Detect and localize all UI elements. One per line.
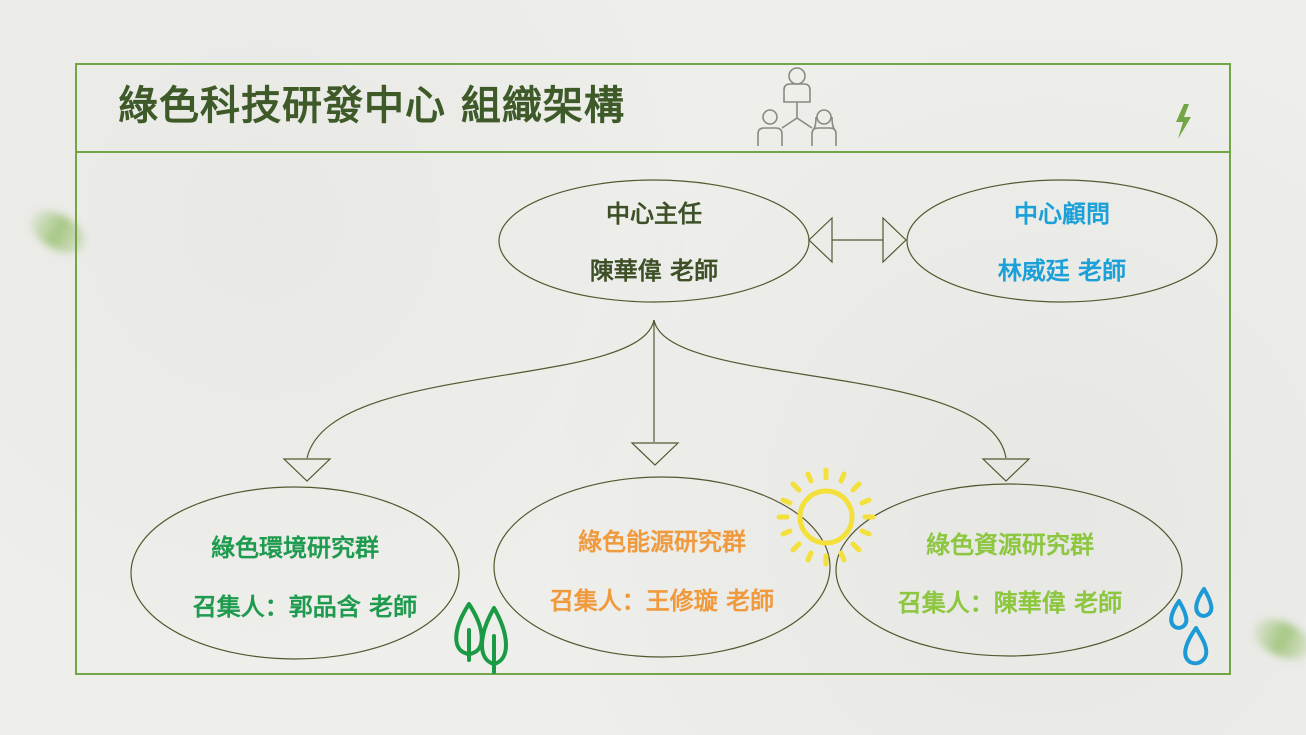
director-name: 陳華偉 老師	[589, 257, 719, 285]
group-energy-ellipse	[493, 476, 831, 658]
tree-icon	[454, 602, 508, 674]
group-resource-name: 綠色資源研究群	[926, 531, 1094, 559]
page-title: 綠色科技研發中心 組織架構	[118, 83, 625, 129]
group-environment-name: 綠色環境研究群	[211, 534, 379, 562]
group-energy-convener: 召集人：王修璇 老師	[549, 587, 775, 615]
advisor-name: 林威廷 老師	[997, 257, 1127, 285]
director-ellipse	[498, 179, 810, 303]
advisor-role: 中心顧問	[1014, 200, 1110, 228]
water-drops-icon	[1169, 587, 1214, 666]
people-org-icon	[757, 67, 837, 146]
director-advisor-arrow	[808, 216, 907, 264]
advisor-ellipse	[906, 179, 1218, 303]
sun-icon	[776, 467, 876, 567]
group-energy-name: 綠色能源研究群	[578, 528, 746, 556]
group-connectors	[282, 319, 1031, 482]
content-frame	[75, 63, 1231, 675]
group-environment-ellipse	[130, 486, 460, 660]
director-role: 中心主任	[606, 200, 702, 228]
group-environment-convener: 召集人：郭品含 老師	[192, 593, 418, 621]
group-resource-ellipse	[835, 483, 1183, 657]
title-divider	[75, 151, 1231, 153]
lightning-icon	[1176, 104, 1191, 139]
group-resource-convener: 召集人：陳華偉 老師	[897, 589, 1123, 617]
